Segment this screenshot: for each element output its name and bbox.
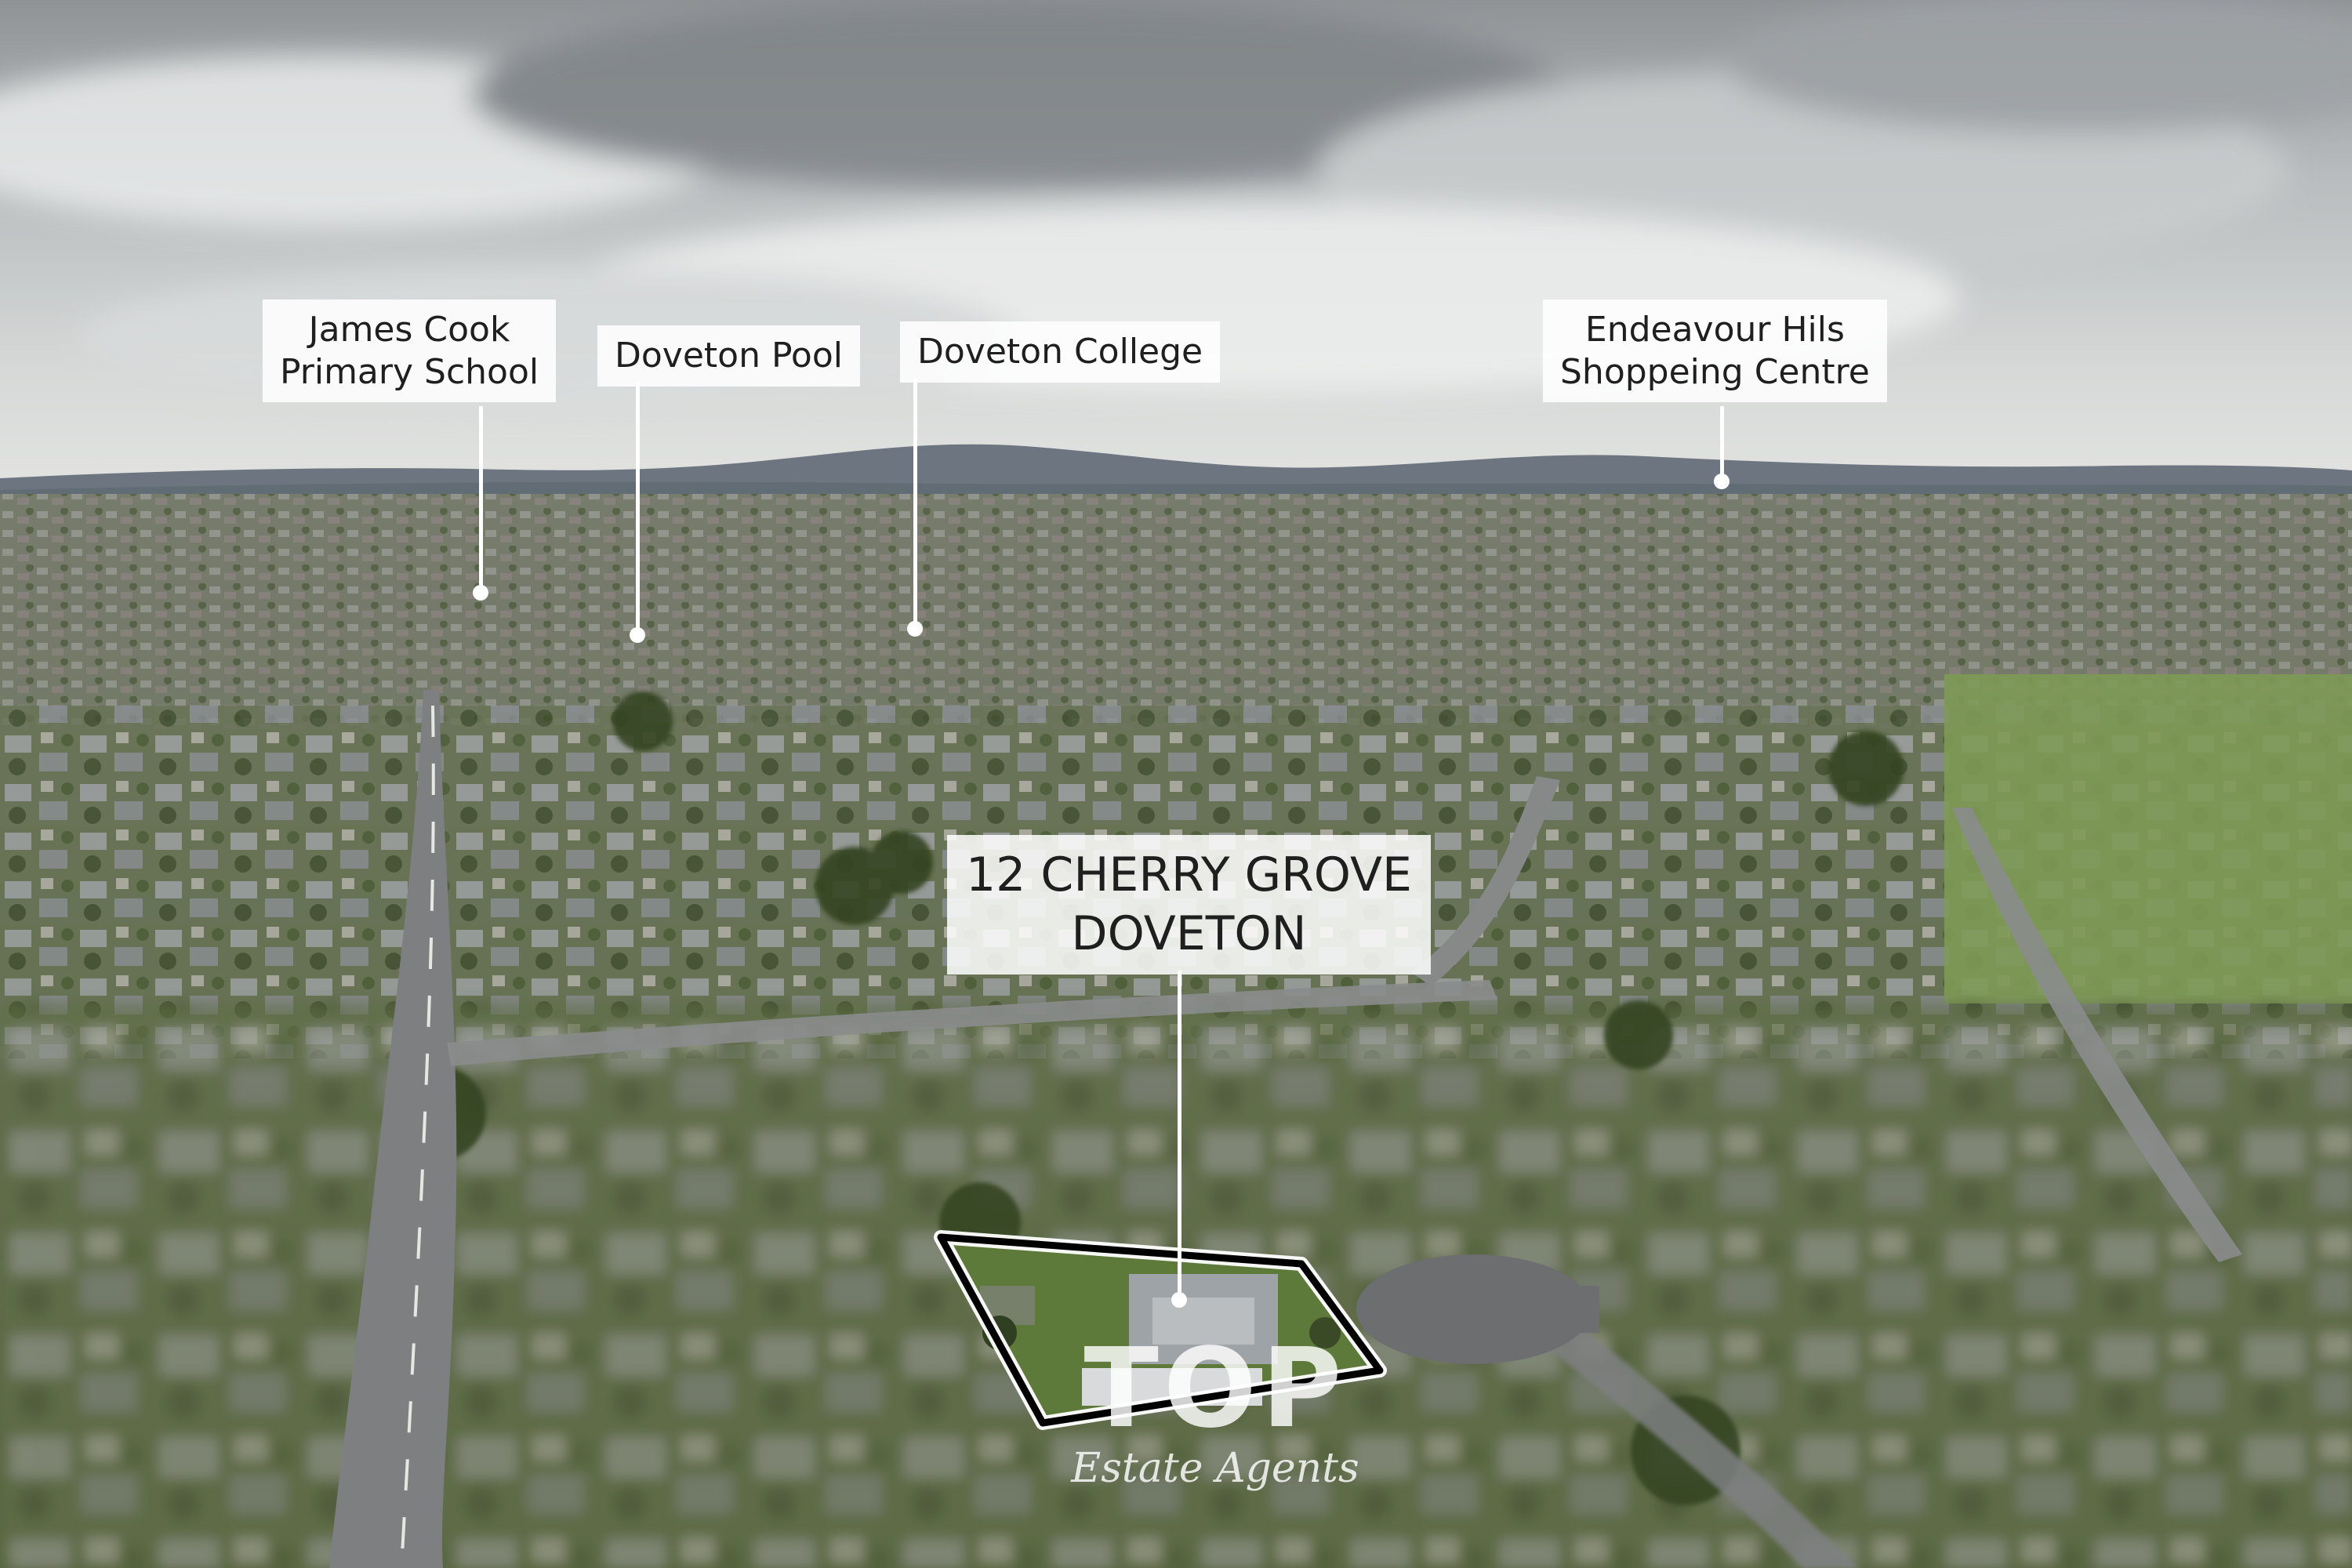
callout-doveton-college: Doveton College [900, 321, 1221, 383]
leader-line-school [479, 406, 483, 593]
estate-agent-watermark: TOP Estate Agents [1043, 1325, 1388, 1492]
callout-pool-text: Doveton Pool [615, 336, 843, 376]
marker-dot-college [907, 621, 923, 637]
callout-james-cook-school: James Cook Primary School [263, 299, 557, 403]
marker-dot-pool [630, 627, 645, 643]
callout-school-line2: Primary School [280, 351, 539, 392]
callout-college-text: Doveton College [917, 332, 1203, 372]
marker-dot-property [1171, 1292, 1187, 1308]
callout-shopping-line1: Endeavour Hils [1584, 310, 1845, 350]
callout-endeavour-hills-shopping: Endeavour Hils Shoppeing Centre [1543, 299, 1887, 403]
property-address-line1: 12 CHERRY GROVE [966, 848, 1412, 902]
leader-line-pool [636, 382, 640, 635]
property-address-label: 12 CHERRY GROVE DOVETON [947, 835, 1431, 975]
marker-dot-school [473, 585, 488, 601]
leader-line-shopping [1720, 406, 1724, 477]
watermark-brand: TOP [1083, 1325, 1347, 1453]
property-suburb-line2: DOVETON [1071, 906, 1307, 961]
marker-dot-shopping [1714, 474, 1730, 489]
callout-school-line1: James Cook [308, 310, 510, 350]
leader-line-college [913, 378, 917, 629]
watermark-subtitle: Estate Agents [1071, 1445, 1359, 1492]
callout-doveton-pool: Doveton Pool [597, 325, 860, 387]
callout-shopping-line2: Shoppeing Centre [1560, 351, 1870, 392]
leader-line-property [1178, 971, 1181, 1297]
